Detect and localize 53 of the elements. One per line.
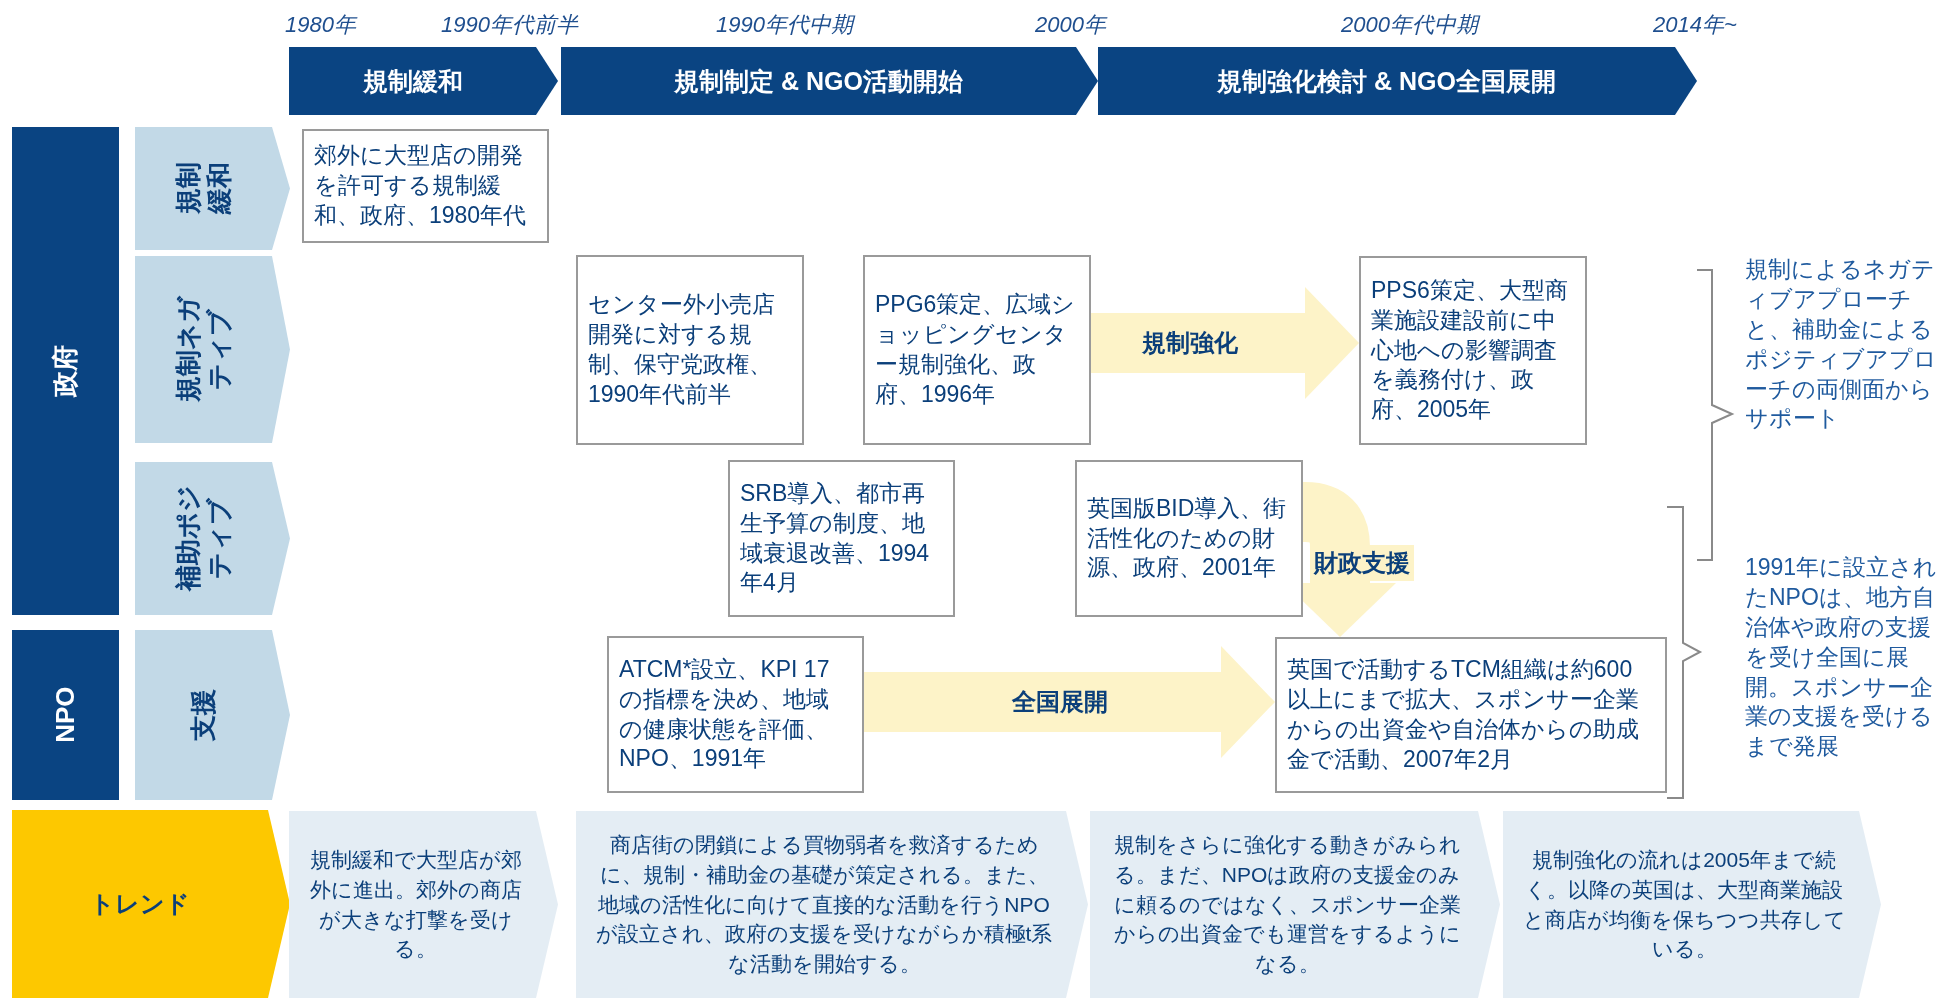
event-box: [607, 636, 864, 793]
trend-header: [12, 810, 290, 998]
phase-title: 規制強化検討 & NGO全国展開: [1217, 65, 1556, 97]
trend-text: 商店街の閉鎖による買物弱者を救済するために、規制・補助金の基礎が策定される。また、地域の活性化に向けて直接的な活動を行うNPOが設立され、政府の支援を受けながらか積極t系な活動を開始する。: [594, 831, 1054, 978]
event-text: 英国で活動するTCM組織は約600以上にまで拡大、スポンサー企業からの出資金や自治体からの助成金で活動、2007年2月: [1287, 655, 1640, 774]
phase-title: 規制緩和: [362, 65, 463, 97]
block-arrow: [864, 646, 1275, 758]
category-tab: [135, 462, 290, 615]
phase-banner: [561, 47, 1098, 115]
edge-label: 財政支援: [1310, 545, 1414, 581]
event-box: [576, 255, 804, 445]
note-text: 1991年に設立されたNPOは、地方自治体や政府の支援を受け全国に展開。スポンサー企業の支援を受けるまで発展: [1745, 553, 1939, 762]
year-label: 1990年代前半: [441, 11, 578, 39]
actor-label: NPO: [49, 685, 81, 746]
event-text: 郊外に大型店の開発を許可する規制緩和、政府、1980年代: [314, 141, 528, 230]
year-label: 2014年~: [1653, 11, 1737, 39]
phase-title: 規制制定 & NGO活動開始: [674, 65, 963, 97]
year-label: 2000年: [1035, 11, 1106, 39]
trend-text: 規制をさらに強化する動きがみられる。まだ、NPOは政府の支援金のみに頼るのではなく、スポンサー企業からの出資金でも運営をするようになる。: [1112, 831, 1462, 978]
block-arrow: [1091, 287, 1359, 399]
note-text: 規制によるネガティブアプローチと、補助金によるポジティブアプローチの両側面からサポート: [1745, 255, 1938, 434]
category-tab: [135, 127, 290, 250]
trend-panel: [576, 811, 1088, 998]
phase-banner: [289, 47, 558, 115]
category-label: 規制ネガティブ: [172, 294, 235, 405]
event-box: [1075, 460, 1303, 617]
event-text: センター外小売店開発に対する規制、保守党政権、1990年代前半: [588, 290, 776, 409]
category-tab: [135, 256, 290, 443]
actor-label: 政府: [49, 344, 81, 400]
event-box: [302, 129, 549, 243]
event-box: [863, 255, 1091, 445]
event-text: PPS6策定、大型商業施設建設前に中心地への影響調査を義務付け、政府、2005年: [1371, 275, 1569, 425]
trend-text: 規制強化の流れは2005年まで続く。以降の英国は、大型商業施設と商店が均衡を保ちつつ共存している。: [1521, 846, 1847, 963]
category-tab: [135, 630, 290, 800]
trend-panel: [1503, 811, 1881, 998]
event-box: [1275, 637, 1667, 793]
category-label: 補助ポジティブ: [172, 484, 235, 594]
event-text: SRB導入、都市再生予算の制度、地域衰退改善、1994年4月: [740, 478, 931, 598]
trend-text: 規制緩和で大型店が郊外に進出。郊外の商店が大きな打撃を受ける。: [308, 846, 523, 963]
category-label: 規制緩和: [172, 161, 235, 217]
event-box: [728, 460, 955, 617]
event-box: [1359, 256, 1587, 445]
event-text: PPG6策定、広域ショッピングセンター規制強化、政府、1996年: [875, 290, 1077, 409]
year-label: 1980年: [285, 11, 356, 39]
actor-bar: [12, 127, 119, 615]
event-text: 英国版BID導入、街活性化のための財源、政府、2001年: [1087, 493, 1288, 583]
trend-panel: [1090, 811, 1500, 998]
event-text: ATCM*設立、KPI 17の指標を決め、地域の健康状態を評価、NPO、1991年: [619, 654, 831, 774]
trend-label: トレンド: [90, 889, 190, 919]
actor-bar: [12, 630, 119, 800]
trend-panel: [289, 811, 558, 998]
category-label: 支援: [187, 688, 219, 743]
phase-banner: [1098, 47, 1697, 115]
